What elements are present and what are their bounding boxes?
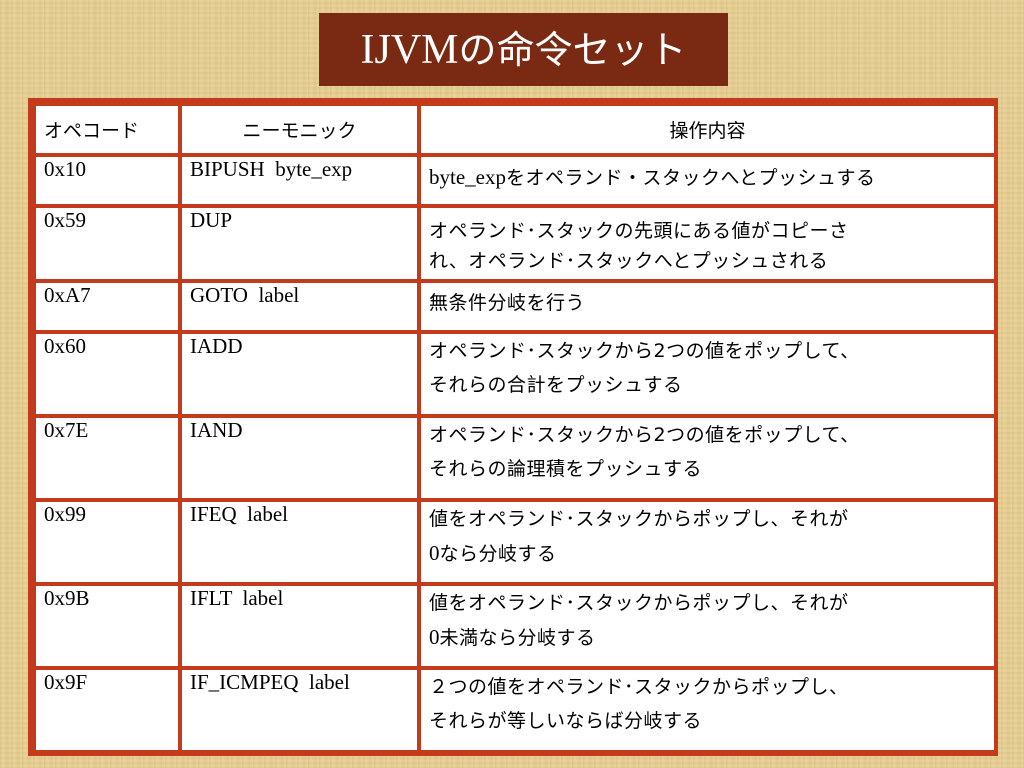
mnemonic-cell: IAND (182, 418, 417, 498)
slide-title-latin: IJVM (360, 26, 459, 73)
description-line-1: 値をオペランド･スタックからポップし、それが (429, 592, 849, 614)
description-line-1: オペランド･スタックから2つの値をポップして、 (429, 424, 860, 446)
description-line-2: それらの論理積をプッシュする (429, 458, 703, 480)
description-latin: byte_exp (429, 165, 506, 189)
instruction-table-frame: オペコード ニーモニック 操作内容 0x10 BIPUSH byte_exp b… (28, 98, 998, 756)
opcode-cell: 0x9B (36, 586, 178, 666)
description-cell: ２つの値をオペランド･スタックからポップし、それらが等しいならば分岐する (421, 670, 994, 750)
mnemonic-cell: IADD (182, 334, 417, 414)
mnemonic-cell: IF_ICMPEQ label (182, 670, 417, 750)
opcode-cell: 0xA7 (36, 283, 178, 330)
description-cell: オペランド･スタックから2つの値をポップして、それらの合計をプッシュする (421, 334, 994, 414)
mnemonic-cell: BIPUSH byte_exp (182, 157, 417, 204)
table-row-ifeq: 0x99 IFEQ label 値をオペランド･スタックからポップし、それが 0な… (36, 502, 994, 582)
table-row-iand: 0x7E IAND オペランド･スタックから2つの値をポップして、それらの論理積… (36, 418, 994, 498)
description-cell: 値をオペランド･スタックからポップし、それが 0なら分岐する (421, 502, 994, 582)
header-opcode: オペコード (36, 106, 178, 153)
opcode-cell: 0x59 (36, 208, 178, 279)
opcode-cell: 0x60 (36, 334, 178, 414)
description-line-1: 無条件分岐を行う (429, 292, 586, 314)
description-line-2: 0未満なら分岐する (429, 620, 986, 655)
table-row-goto: 0xA7 GOTO label 無条件分岐を行う (36, 283, 994, 330)
slide-title-japanese: の命令セット (458, 27, 687, 72)
table-header-row: オペコード ニーモニック 操作内容 (36, 106, 994, 153)
table-row-iadd: 0x60 IADD オペランド･スタックから2つの値をポップして、それらの合計を… (36, 334, 994, 414)
description-line-1: ２つの値をオペランド･スタックからポップし、 (429, 676, 849, 698)
table-row-if-icmpeq: 0x9F IF_ICMPEQ label ２つの値をオペランド･スタックからポッ… (36, 670, 994, 750)
mnemonic-cell: IFLT label (182, 586, 417, 666)
table-row-bipush: 0x10 BIPUSH byte_exp byte_expをオペランド・スタック… (36, 157, 994, 204)
description-text: 未満なら分岐する (439, 627, 596, 649)
description-cell: オペランド･スタックから2つの値をポップして、それらの論理積をプッシュする (421, 418, 994, 498)
description-text: なら分岐する (439, 543, 557, 565)
description-line-2: それらの合計をプッシュする (429, 374, 683, 396)
description-cell: byte_expをオペランド・スタックへとプッシュする (421, 157, 994, 204)
description-line-1: オペランド･スタックから2つの値をポップして、 (429, 340, 860, 362)
description-line-2: れ、オペランド･スタックへとプッシュされる (429, 250, 829, 272)
opcode-cell: 0x7E (36, 418, 178, 498)
description-latin: 0 (429, 625, 440, 649)
mnemonic-cell: DUP (182, 208, 417, 279)
description-cell: 無条件分岐を行う (421, 283, 994, 330)
header-operation: 操作内容 (421, 106, 994, 153)
description-cell: 値をオペランド･スタックからポップし、それが 0未満なら分岐する (421, 586, 994, 666)
description-line-2: 0なら分岐する (429, 536, 986, 571)
description-text: をオペランド・スタックへとプッシュする (505, 167, 876, 189)
description-line-2: それらが等しいならば分岐する (429, 710, 703, 732)
header-mnemonic: ニーモニック (182, 106, 417, 153)
table-row-iflt: 0x9B IFLT label 値をオペランド･スタックからポップし、それが 0未… (36, 586, 994, 666)
description-line-1: オペランド･スタックの先頭にある値がコピーさ (429, 220, 849, 242)
opcode-cell: 0x99 (36, 502, 178, 582)
table-row-dup: 0x59 DUP オペランド･スタックの先頭にある値がコピーされ、オペランド･ス… (36, 208, 994, 279)
mnemonic-cell: IFEQ label (182, 502, 417, 582)
description-line-1: 値をオペランド･スタックからポップし、それが (429, 508, 849, 530)
description-cell: オペランド･スタックの先頭にある値がコピーされ、オペランド･スタックへとプッシュ… (421, 208, 994, 279)
opcode-cell: 0x10 (36, 157, 178, 204)
instruction-table: オペコード ニーモニック 操作内容 0x10 BIPUSH byte_exp b… (32, 102, 998, 754)
description-latin: 0 (429, 541, 440, 565)
mnemonic-cell: GOTO label (182, 283, 417, 330)
opcode-cell: 0x9F (36, 670, 178, 750)
